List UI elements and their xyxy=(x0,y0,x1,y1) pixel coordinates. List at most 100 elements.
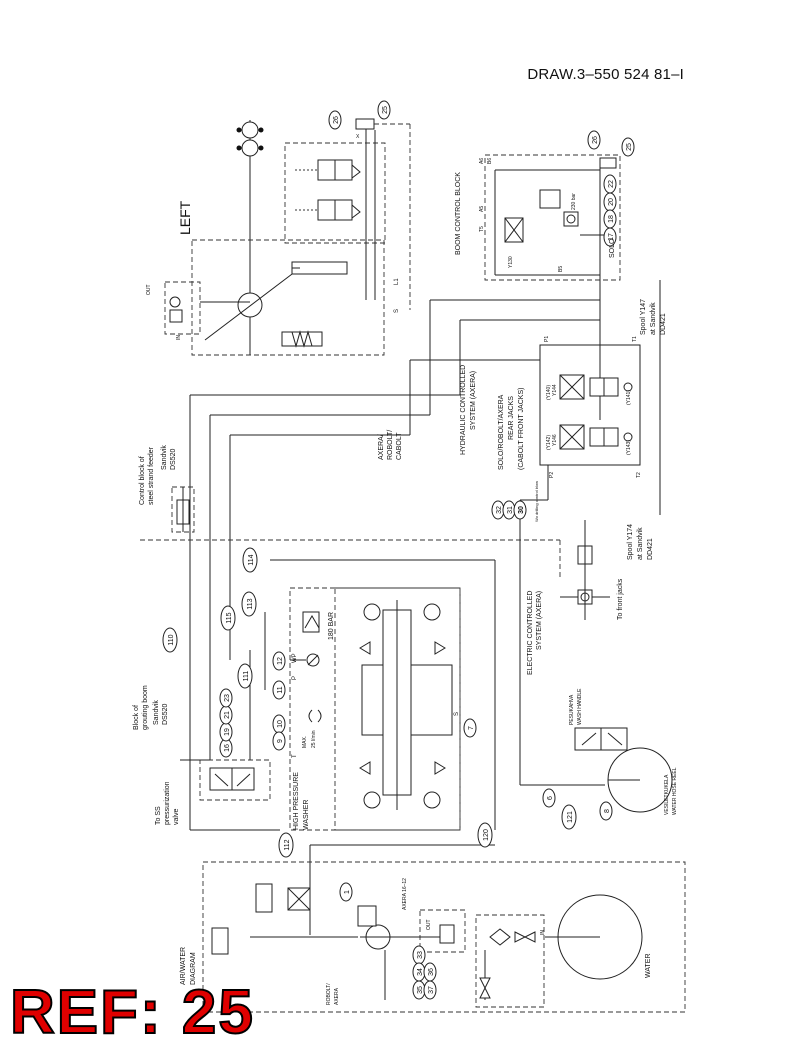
high-pressure-washer xyxy=(289,587,461,831)
label-t2: T2 xyxy=(636,472,642,478)
label-to-ss-1: To SS xyxy=(155,806,162,825)
label-axera-16-12: AXERA 16–12 xyxy=(402,878,408,910)
label-max: MAX. xyxy=(302,736,308,748)
callout-37: 37 xyxy=(428,986,435,994)
label-left: LEFT xyxy=(177,200,193,235)
label-solo-robolt-axera: SOLO/ROBOLT/AXERA xyxy=(498,394,505,470)
label-block-grouting-2: grouting boom xyxy=(142,685,149,730)
callout-8: 8 xyxy=(604,809,611,813)
label-to-front-jacks: To front jacks xyxy=(617,578,624,620)
label-electric-controlled: ELECTRIC CONTROLLED xyxy=(527,591,534,675)
label-to-ss-2: pressurization xyxy=(164,781,171,825)
label-a6: A6 xyxy=(479,158,485,164)
label-wash-handle-1: PESUKAHVA xyxy=(569,694,575,725)
label-block-ds520: DS520 xyxy=(162,703,169,725)
callout-20: 20 xyxy=(608,198,615,206)
label-p1: P1 xyxy=(544,336,550,342)
jacks-spool-block xyxy=(520,280,661,515)
label-air-water-2: DIAGRAM xyxy=(190,952,197,985)
label-hose-reel-1: VESILETKUKELA xyxy=(664,774,670,815)
label-sandvik-ds520-a: Sandvik xyxy=(161,445,168,470)
callout-30: 30 xyxy=(518,506,525,514)
label-a5: A5 xyxy=(479,206,485,212)
label-spool-y174-2: at Sandvik xyxy=(637,527,644,560)
drawing-number: DRAW.3–550 524 81–I xyxy=(527,66,684,83)
boom-control-block xyxy=(484,154,621,420)
label-l1: L1 xyxy=(394,278,400,285)
label-axera: AXERA/ xyxy=(378,434,385,460)
callout-7: 7 xyxy=(468,726,475,730)
air-water-diagram xyxy=(202,861,686,1013)
label-spool-y174-3: DD421 xyxy=(647,538,654,560)
callout-32: 32 xyxy=(496,506,503,514)
label-sandvik-ds520-b: DS520 xyxy=(170,448,177,470)
callout-33: 33 xyxy=(417,951,424,959)
callout-25b: 25 xyxy=(626,143,633,151)
callout-26a: 26 xyxy=(333,116,340,124)
label-s-washer: S xyxy=(454,712,460,716)
label-wo-drilling: Wo drilling control blow xyxy=(534,481,539,522)
callout-bubbles: 26 25 26 25 22 20 18 17 32 31 30 110 114… xyxy=(162,100,635,1000)
label-in-top: IN xyxy=(176,335,182,340)
callout-26b: 26 xyxy=(592,136,599,144)
boom-rotation-group xyxy=(164,118,411,356)
label-hp-washer-2: WASHER xyxy=(303,800,310,830)
label-cabolt-front-jacks: (CABOLT FRONT JACKS) xyxy=(518,388,525,470)
callout-25a: 25 xyxy=(382,106,389,114)
label-rear-jacks: REAR JACKS xyxy=(508,396,515,440)
control-block-steel-strand-feeder xyxy=(171,486,195,533)
callout-22: 22 xyxy=(608,180,615,188)
callout-6: 6 xyxy=(547,796,554,800)
callout-110: 110 xyxy=(168,634,175,645)
label-y142: (Y142) xyxy=(546,435,552,450)
callout-16: 16 xyxy=(224,744,231,752)
callout-35: 35 xyxy=(417,986,424,994)
callout-12: 12 xyxy=(277,657,284,665)
label-p: P xyxy=(292,676,298,680)
label-hydraulic-controlled: HYDRAULIC CONTROLLED xyxy=(460,365,467,455)
label-spool-y147-1: Spool Y147 xyxy=(640,299,647,335)
callout-120: 120 xyxy=(483,829,490,841)
callout-113: 113 xyxy=(247,598,254,609)
label-t: T xyxy=(292,754,298,758)
callout-9: 9 xyxy=(277,739,284,743)
label-p2: P2 xyxy=(549,472,555,478)
callout-112: 112 xyxy=(284,839,291,850)
label-b6: B6 xyxy=(487,158,493,164)
label-hp-washer-1: HIGH PRESSURE xyxy=(293,772,300,830)
label-hose-reel-2: WATER HOSE REEL xyxy=(672,767,678,815)
label-y141: (Y141) xyxy=(626,390,632,405)
label-control-block-1: Control block of xyxy=(139,456,146,505)
label-air-water-1: AIR/WATER xyxy=(180,947,187,985)
label-spool-y147-3: DD421 xyxy=(660,313,667,335)
diagram-labels: LEFT BOOM CONTROL BLOCK SOLO 230 bar Y13… xyxy=(133,134,678,1005)
label-y130: Y130 xyxy=(508,256,514,268)
label-out-top: OUT xyxy=(146,284,152,295)
label-control-block-2: steel strand feeder xyxy=(148,446,155,505)
label-to-ss-3: valve xyxy=(173,809,180,825)
label-wash-handle-2: WASH HANDLE xyxy=(577,688,583,725)
label-y144: Y144 xyxy=(552,384,558,396)
label-in-bottom: IN xyxy=(540,930,546,935)
label-t1: T1 xyxy=(632,336,638,342)
label-wp: WP xyxy=(292,653,298,663)
label-spool-y147-2: at Sandvik xyxy=(650,302,657,335)
callout-121: 121 xyxy=(567,811,574,823)
main-lines xyxy=(140,299,605,935)
callout-23: 23 xyxy=(224,694,231,702)
label-system-axera: SYSTEM (AXERA) xyxy=(470,371,477,430)
ref-stamp: REF: 25 xyxy=(9,978,255,1047)
callout-115: 115 xyxy=(226,612,233,623)
callout-111: 111 xyxy=(243,671,250,682)
callout-18: 18 xyxy=(608,215,615,223)
label-cabolt: CABOLT xyxy=(396,432,403,460)
wash-handle-and-hose-reel xyxy=(574,727,673,813)
label-b5: B5 xyxy=(558,266,564,272)
label-y140: (Y140) xyxy=(546,385,552,400)
callout-1: 1 xyxy=(344,890,351,894)
label-y143: (Y143) xyxy=(626,440,632,455)
label-robolt-axera-1: ROBOLT/ xyxy=(326,983,332,1005)
label-230bar: 230 bar xyxy=(571,193,577,210)
callout-17: 17 xyxy=(608,233,615,241)
